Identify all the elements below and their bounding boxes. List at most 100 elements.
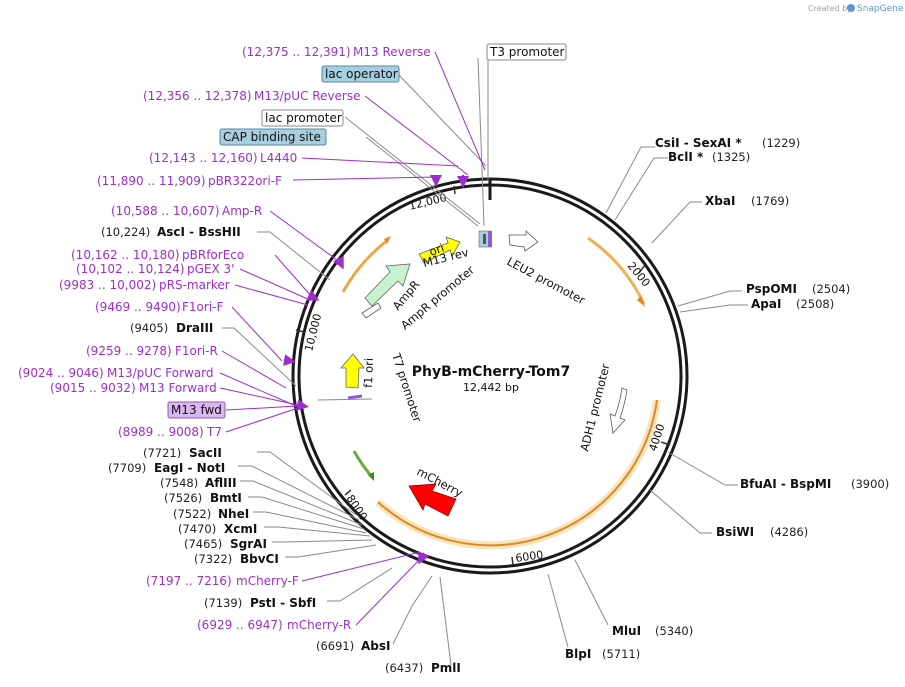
orf-arcs (341, 236, 661, 550)
primer-name: pBRforEco (182, 248, 244, 262)
primer-range: (12,375 .. 12,391) (242, 45, 351, 59)
primer-range: (12,143 .. 12,160) (149, 151, 258, 165)
enzyme-pos: (7709) (108, 461, 146, 475)
enzyme-name: XcmI (224, 522, 257, 536)
ampr-arrow (364, 263, 411, 307)
enzyme-pos: (2504) (812, 282, 850, 296)
enzyme-pos: (1229) (762, 136, 800, 150)
enzyme-pos: (5340) (655, 624, 693, 638)
primer-name: Amp-R (222, 204, 262, 218)
feature-label-adh1: ADH1 promoter (577, 362, 612, 453)
enzyme-name: SacII (189, 446, 222, 460)
enzyme-name: BmtI (210, 491, 242, 505)
enzyme-name: BlpI (565, 647, 591, 661)
enzyme-name: ApaI (751, 297, 781, 311)
feature-label-ori: ori (427, 241, 446, 259)
enzyme-name: PmlI (431, 661, 461, 675)
enzyme-name: SgrAI (230, 537, 267, 551)
primer-range: (6929 .. 6947) (197, 618, 283, 632)
svg-text:T3 promoter: T3 promoter (489, 45, 565, 59)
enzyme-name: CsiI - SexAI * (655, 136, 742, 150)
adh1-promoter-arrow (609, 387, 628, 434)
enzyme-pos: (2508) (796, 297, 834, 311)
svg-text:M13 fwd: M13 fwd (171, 403, 222, 417)
enzyme-pos: (10,224) (101, 225, 150, 239)
primer-name: M13/pUC Forward (107, 366, 214, 380)
enzyme-pos: (7322) (194, 552, 232, 566)
primer-range: (9259 .. 9278) (86, 344, 172, 358)
enzyme-pos: (9405) (130, 321, 168, 335)
enzyme-name: PspOMI (746, 282, 797, 296)
primer-name: F1ori-R (175, 344, 218, 358)
ori-arrow (418, 236, 461, 264)
primer-range: (9983 .. 10,002) (59, 278, 156, 292)
primer-name: pGEX 3' (187, 262, 234, 276)
primer-name: mCherry-F (236, 574, 299, 588)
primer-name: pBR322ori-F (208, 174, 282, 188)
svg-text:lac operator: lac operator (325, 67, 398, 81)
primer-range: (9469 .. 9490) (95, 300, 181, 314)
enzyme-name: AflIII (205, 476, 237, 490)
enzyme-pos: (7139) (204, 596, 242, 610)
primer-name: F1ori-F (182, 300, 223, 314)
enzyme-name: BsiWI (716, 525, 754, 539)
tick-label: 2000 (625, 260, 653, 290)
tick-label: 6000 (515, 548, 545, 565)
primer-name: L4440 (260, 151, 297, 165)
svg-text:lac promoter: lac promoter (265, 111, 342, 125)
primer-name: mCherry-R (287, 618, 351, 632)
enzyme-name: PstI - SbfI (250, 596, 316, 610)
boxed-label-lac-operator: lac operator (321, 65, 400, 83)
primer-range: (10,588 .. 10,607) (111, 204, 220, 218)
enzyme-pos: (4286) (770, 525, 808, 539)
primer-range: (10,162 .. 10,180) (71, 248, 180, 262)
enzyme-pos: (5711) (602, 647, 640, 661)
enzyme-pos: (7522) (173, 507, 211, 521)
boxed-label-t3: T3 promoter (486, 43, 567, 61)
primer-connectors (219, 51, 486, 626)
primer-range: (9024 .. 9046) (18, 366, 104, 380)
primer-name: M13 Reverse (353, 45, 431, 59)
primer-range: (7197 .. 7216) (146, 574, 232, 588)
plasmid-name: PhyB-mCherry-Tom7 (412, 364, 570, 380)
primer-range: (8989 .. 9008) (118, 425, 204, 439)
enzyme-pos: (6691) (316, 639, 354, 653)
plasmid-length: 12,442 bp (463, 381, 519, 394)
primer-range: (9015 .. 9032) (50, 381, 136, 395)
credit-prefix: Created by (808, 4, 852, 13)
enzyme-pos: (7526) (164, 491, 202, 505)
primer-range: (11,890 .. 11,909) (97, 174, 206, 188)
enzyme-name: DraIII (176, 321, 213, 335)
enzyme-name: MluI (612, 624, 641, 638)
enzyme-pos: (1769) (751, 194, 789, 208)
primer-range: (12,356 .. 12,378) (143, 89, 252, 103)
boxed-label-lac-promoter: lac promoter (261, 109, 344, 127)
boxed-label-cap-binding: CAP binding site (219, 128, 327, 146)
snapgene-logo-icon (847, 4, 855, 12)
enzyme-pos: (7548) (160, 476, 198, 490)
enzyme-name: BbvCI (240, 552, 279, 566)
enzyme-pos: (7465) (184, 537, 222, 551)
enzyme-name: BclI * (668, 150, 704, 164)
enzyme-name: BfuAI - BspMI (740, 477, 831, 491)
enzyme-name: NheI (218, 507, 249, 521)
enzyme-name: EagI - NotI (154, 461, 225, 475)
enzyme-name: XbaI (705, 194, 735, 208)
enzyme-pos: (7470) (178, 522, 216, 536)
primer-name: pRS-marker (159, 278, 230, 292)
leu2-promoter-arrow (508, 230, 539, 252)
credit-brand: SnapGene (857, 4, 904, 14)
enzyme-pos: (1325) (712, 150, 750, 164)
boxed-label-m13-fwd: M13 fwd (167, 401, 226, 419)
primer-range: (10,102 .. 10,124) (76, 262, 185, 276)
tick-label: 10,000 (302, 312, 324, 353)
svg-text:CAP binding site: CAP binding site (223, 130, 321, 144)
primer-name: M13/pUC Reverse (254, 89, 361, 103)
enzyme-name: AbsI (361, 639, 390, 653)
feature-label-f1ori: f1 ori (361, 358, 376, 388)
f1-ori-arrow (340, 353, 365, 389)
feature-label-t7: T7 promoter (389, 351, 425, 424)
enzyme-pos: (6437) (385, 661, 423, 675)
enzyme-name: AscI - BssHII (157, 225, 241, 239)
